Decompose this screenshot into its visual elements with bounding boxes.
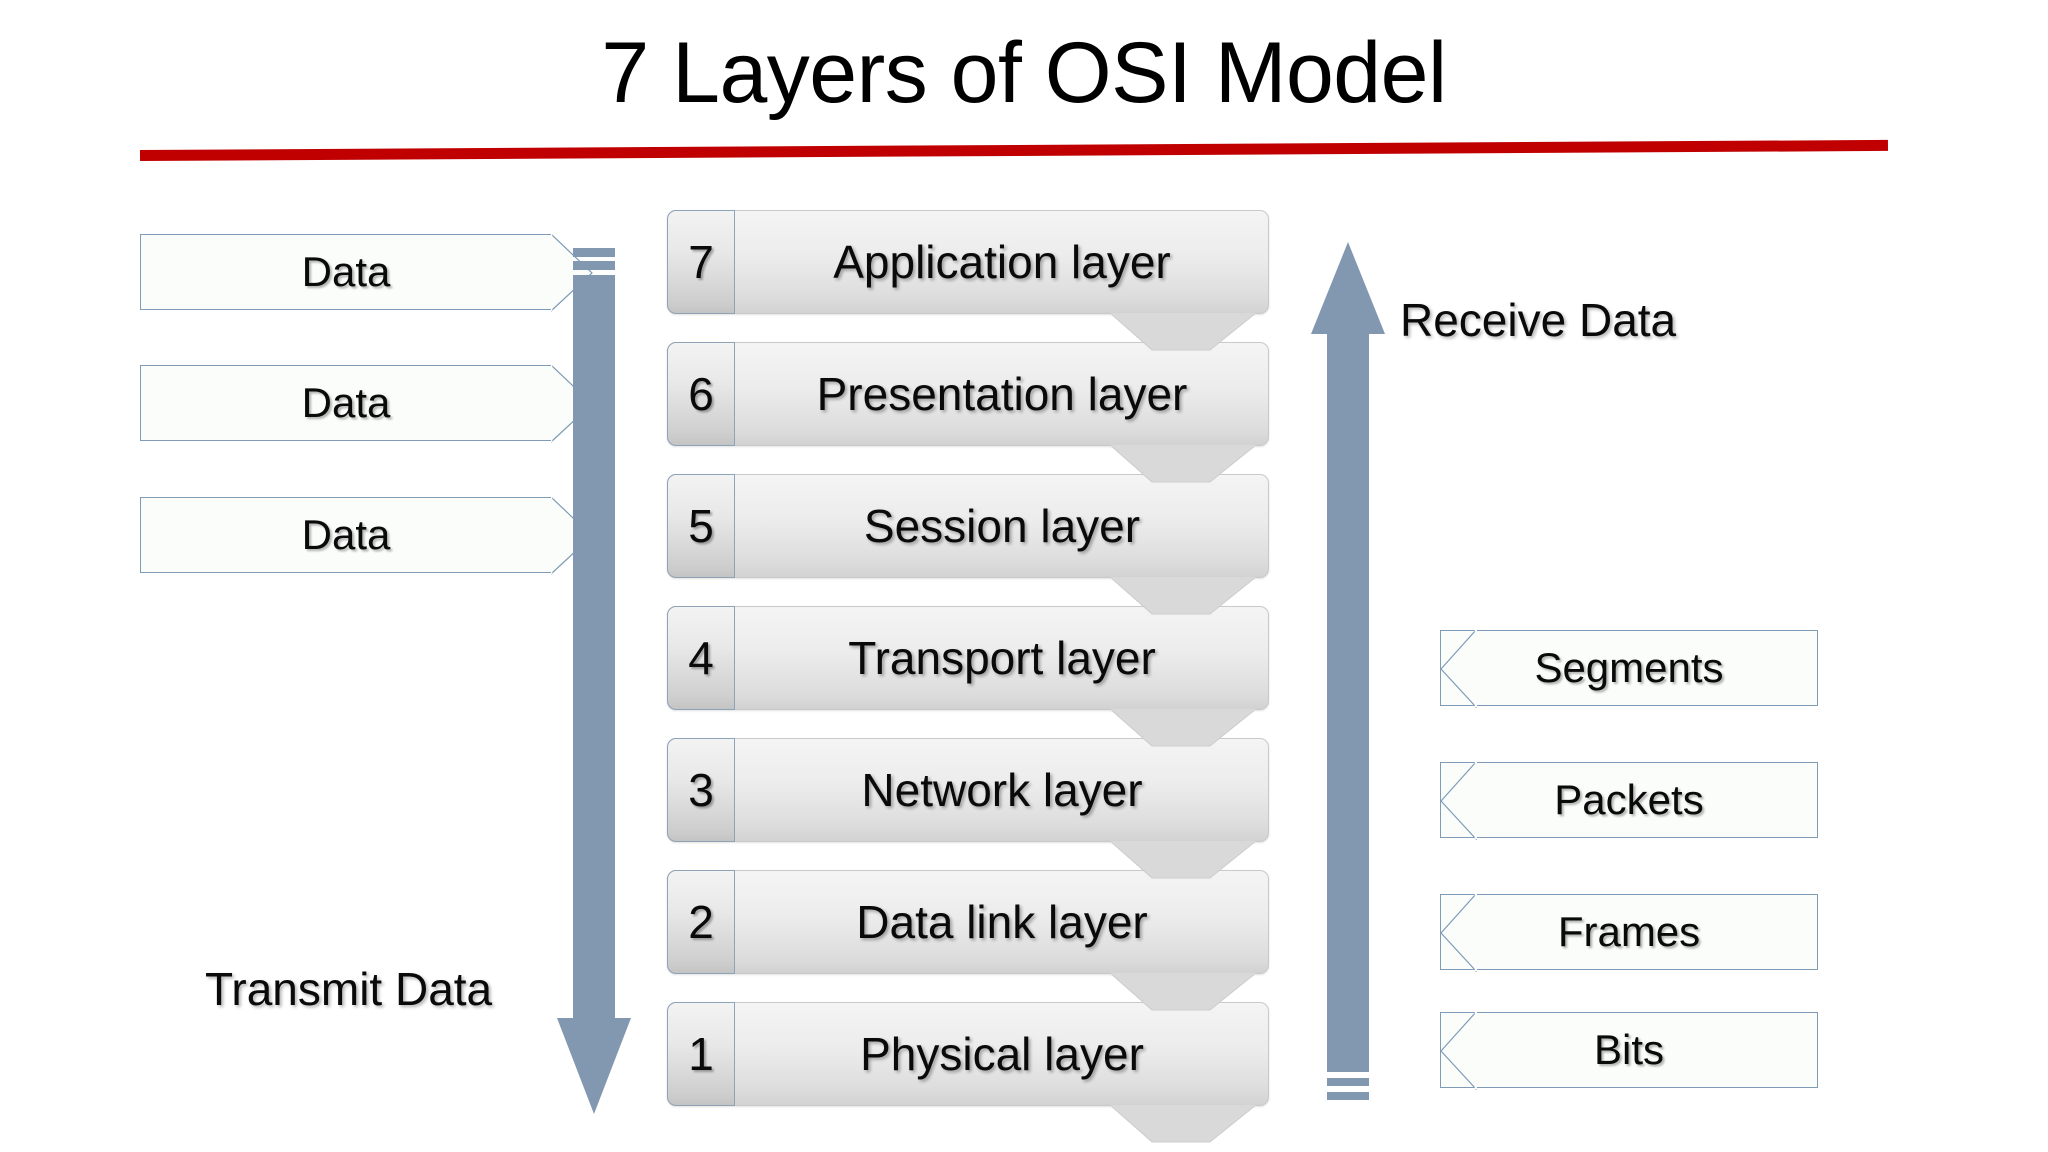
right-unit-arrow-packets: Packets [1440,762,1818,840]
layer-body [667,606,1269,710]
layer-row-4[interactable]: 4 Transport layer [667,606,1269,747]
left-data-arrow-3: Data [140,497,593,575]
layer-body [667,210,1269,314]
right-unit-arrow-bits: Bits [1440,1012,1818,1090]
layer-name: Application layer [833,236,1171,288]
layer-number: 3 [667,738,735,842]
layer-tail-icon [1110,709,1256,747]
layer-tail-icon [1110,973,1256,1011]
left-data-arrow-3-label: Data [301,511,391,558]
layer-row-2[interactable]: 2 Data link layer [667,870,1269,1011]
layer-body [667,870,1269,974]
layer-tail-icon [1110,841,1256,879]
layer-tail-icon [1110,1105,1256,1143]
layer-name: Session layer [863,500,1141,552]
page-title: 7 Layers of OSI Model [601,25,1447,121]
layer-number: 7 [667,210,735,314]
right-unit-arrow-frames: Frames [1440,894,1818,972]
right-unit-arrow-segments-label: Segments [1534,644,1724,691]
layer-name: Data link layer [856,896,1148,948]
layer-tail-icon [1110,313,1256,351]
layer-body [667,474,1269,578]
layer-row-5[interactable]: 5 Session layer [667,474,1269,615]
receive-up-arrow-icon [1310,242,1386,1104]
layer-tail-icon [1110,577,1256,615]
layer-row-1[interactable]: 1 Physical layer [667,1002,1269,1143]
transmit-down-arrow-icon [556,248,632,1120]
title-underline-rule [139,139,1889,161]
layer-row-3[interactable]: 3 Network layer [667,738,1269,879]
left-data-arrow-1: Data [140,234,593,312]
layer-number: 1 [667,1002,735,1106]
left-data-arrow-1-label: Data [301,248,391,295]
right-unit-arrow-bits-label: Bits [1593,1026,1664,1073]
receive-data-label: Receive Data [1400,294,1677,346]
left-data-arrow-2: Data [140,365,593,443]
layer-number: 2 [667,870,735,974]
layer-row-6[interactable]: 6 Presentation layer [667,342,1269,483]
layer-name: Network layer [861,764,1143,816]
layer-name: Presentation layer [816,368,1188,420]
layer-number: 6 [667,342,735,446]
transmit-data-label: Transmit Data [205,963,493,1015]
layer-body [667,342,1269,446]
layer-number: 5 [667,474,735,578]
layer-number: 4 [667,606,735,710]
layer-body [667,738,1269,842]
right-unit-arrow-packets-label: Packets [1554,776,1704,823]
left-data-arrow-2-label: Data [301,379,391,426]
right-unit-arrow-frames-label: Frames [1557,908,1701,955]
layer-name: Physical layer [860,1028,1144,1080]
right-unit-arrow-segments: Segments [1440,630,1818,708]
layer-name: Transport layer [848,632,1156,684]
layer-row-7[interactable]: 7 Application layer [667,210,1269,351]
layer-tail-icon [1110,445,1256,483]
layer-body [667,1002,1269,1106]
